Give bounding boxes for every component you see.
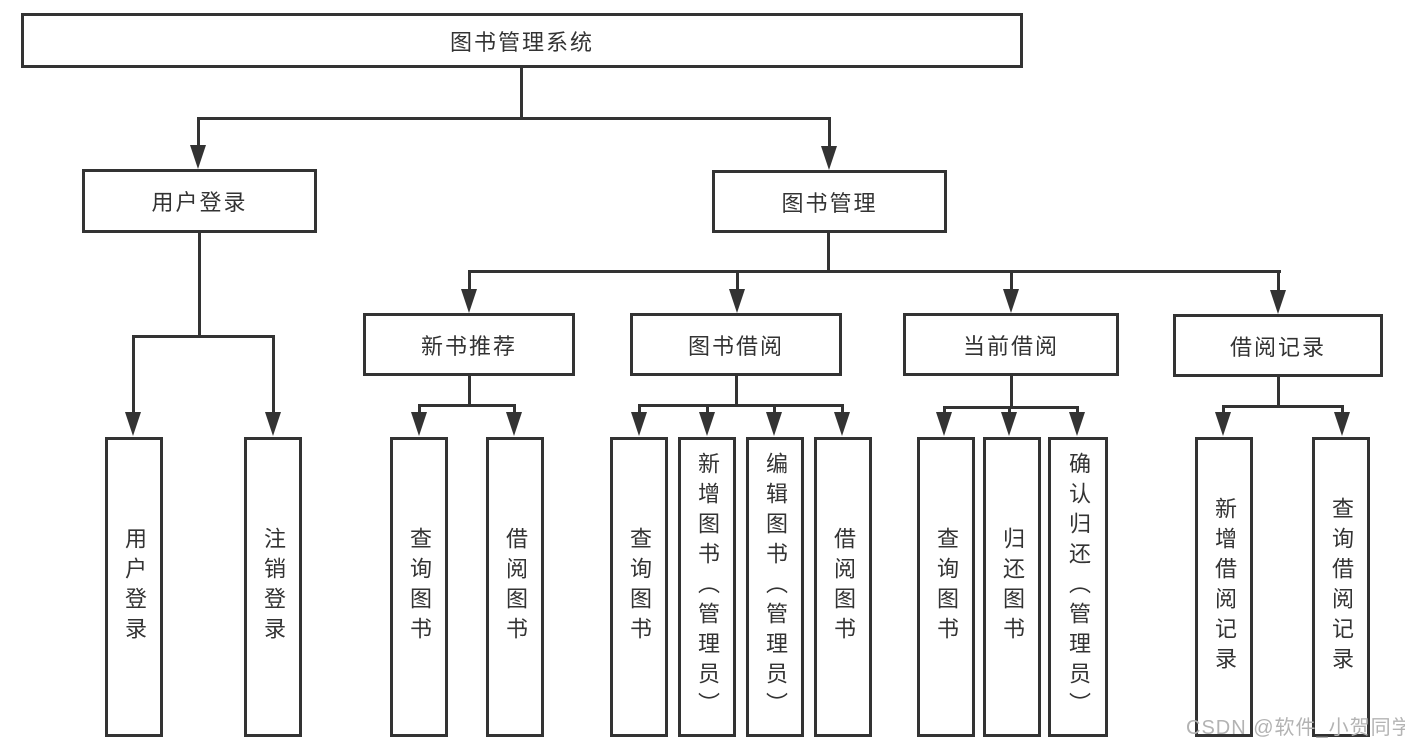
- arrow-down-icon: [699, 412, 715, 436]
- connector-line: [197, 117, 831, 120]
- leaf-label: 用户登录: [122, 527, 147, 647]
- connector-line: [943, 406, 1079, 409]
- connector-line: [638, 404, 641, 414]
- connector-line: [1076, 406, 1079, 414]
- arrow-down-icon: [1001, 412, 1017, 436]
- leaf-label: 编辑图书（管理员）: [763, 452, 788, 722]
- arrow-down-icon: [461, 289, 477, 313]
- node-label: 当前借阅: [962, 333, 1059, 359]
- connector-line: [1222, 405, 1344, 408]
- connector-line: [638, 404, 844, 407]
- node-book-management: 图书管理: [712, 170, 947, 233]
- arrow-down-icon: [821, 146, 837, 170]
- leaf-confirm-return-admin: 确认归还（管理员）: [1048, 437, 1108, 737]
- node-book-borrowing: 图书借阅: [630, 313, 842, 376]
- node-root-library-system: 图书管理系统: [21, 13, 1023, 68]
- node-label: 用户登录: [151, 190, 248, 215]
- arrow-down-icon: [766, 412, 782, 436]
- leaf-add-borrow-record: 新增借阅记录: [1195, 437, 1253, 737]
- connector-line: [418, 404, 516, 407]
- arrow-down-icon: [411, 412, 427, 436]
- node-label: 新书推荐: [420, 333, 517, 359]
- connector-line: [828, 117, 831, 148]
- connector-line: [1222, 405, 1225, 414]
- csdn-watermark: CSDN @软件_小贺同学: [1186, 717, 1405, 739]
- connector-line: [943, 406, 946, 414]
- arrow-down-icon: [729, 289, 745, 313]
- leaf-borrow-books-borrowing: 借阅图书: [814, 437, 872, 737]
- leaf-label: 确认归还（管理员）: [1066, 452, 1091, 722]
- node-label: 图书借阅: [687, 333, 784, 359]
- leaf-query-books-borrowing: 查询图书: [610, 437, 668, 737]
- connector-line: [706, 404, 709, 414]
- connector-line: [520, 68, 523, 118]
- leaf-label: 查询图书: [934, 527, 959, 647]
- leaf-return-books: 归还图书: [983, 437, 1041, 737]
- leaf-label: 查询图书: [407, 527, 432, 647]
- leaf-label: 新增图书（管理员）: [695, 452, 720, 722]
- node-label: 借阅记录: [1229, 334, 1326, 360]
- connector-line: [468, 270, 471, 292]
- leaf-borrow-books-recommend: 借阅图书: [486, 437, 544, 737]
- connector-line: [1010, 376, 1013, 409]
- leaf-label: 查询借阅记录: [1329, 497, 1354, 677]
- arrow-down-icon: [1003, 289, 1019, 313]
- arrow-down-icon: [1215, 412, 1231, 436]
- leaf-label: 注销登录: [261, 527, 286, 647]
- leaf-query-books-current: 查询图书: [917, 437, 975, 737]
- leaf-query-books-recommend: 查询图书: [390, 437, 448, 737]
- connector-line: [513, 404, 516, 414]
- connector-line: [1008, 406, 1011, 414]
- leaf-label: 借阅图书: [831, 527, 856, 647]
- arrow-down-icon: [631, 412, 647, 436]
- connector-line: [132, 335, 275, 338]
- arrow-down-icon: [1270, 290, 1286, 314]
- connector-line: [736, 270, 739, 292]
- arrow-down-icon: [1334, 412, 1350, 436]
- arrow-down-icon: [1069, 412, 1085, 436]
- connector-line: [132, 335, 135, 414]
- leaf-add-books-admin: 新增图书（管理员）: [678, 437, 736, 737]
- node-new-book-recommend: 新书推荐: [363, 313, 575, 376]
- leaf-logout: 注销登录: [244, 437, 302, 737]
- leaf-edit-books-admin: 编辑图书（管理员）: [746, 437, 804, 737]
- leaf-label: 新增借阅记录: [1212, 497, 1237, 677]
- connector-line: [1277, 270, 1280, 292]
- connector-line: [1277, 377, 1280, 407]
- leaf-label: 归还图书: [1000, 527, 1025, 647]
- connector-line: [841, 404, 844, 414]
- connector-line: [272, 335, 275, 414]
- leaf-query-borrow-record: 查询借阅记录: [1312, 437, 1370, 737]
- connector-line: [418, 404, 421, 414]
- connector-line: [827, 233, 830, 273]
- connector-line: [735, 376, 738, 407]
- node-current-borrowing: 当前借阅: [903, 313, 1119, 376]
- connector-line: [1010, 270, 1013, 292]
- arrow-down-icon: [834, 412, 850, 436]
- arrow-down-icon: [936, 412, 952, 436]
- connector-line: [468, 270, 1281, 273]
- connector-line: [1341, 405, 1344, 414]
- arrow-down-icon: [265, 412, 281, 436]
- node-label: 图书管理: [781, 190, 878, 216]
- node-label: 图书管理系统: [449, 29, 594, 55]
- leaf-user-login: 用户登录: [105, 437, 163, 737]
- arrow-down-icon: [190, 145, 206, 169]
- arrow-down-icon: [506, 412, 522, 436]
- connector-line: [773, 404, 776, 414]
- arrow-down-icon: [125, 412, 141, 436]
- leaf-label: 借阅图书: [503, 527, 528, 647]
- connector-line: [197, 117, 200, 148]
- node-user-login: 用户登录: [82, 169, 317, 233]
- connector-line: [198, 233, 201, 338]
- node-borrowing-records: 借阅记录: [1173, 314, 1383, 377]
- connector-line: [468, 376, 471, 407]
- leaf-label: 查询图书: [627, 527, 652, 647]
